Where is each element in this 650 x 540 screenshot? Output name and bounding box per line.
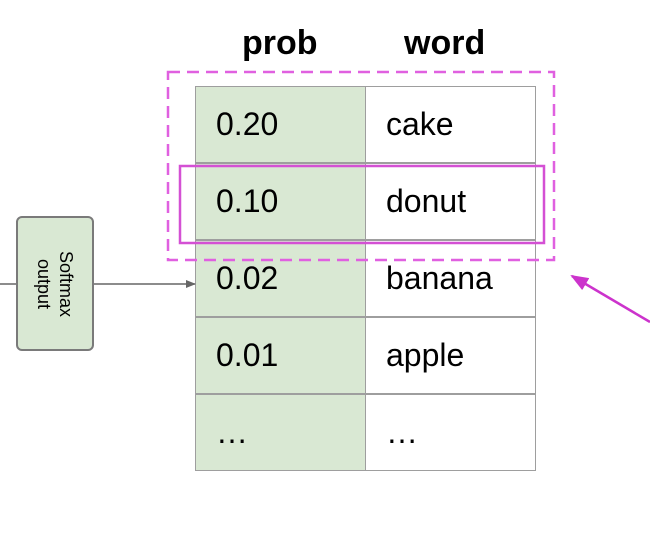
- table-row: 0.01 apple: [195, 317, 536, 394]
- prob-cell: …: [195, 394, 366, 471]
- table-row: 0.02 banana: [195, 240, 536, 317]
- word-cell: cake: [365, 86, 536, 163]
- prob-column-header: prob: [242, 24, 318, 62]
- table-row: … …: [195, 394, 536, 471]
- softmax-output-box: Softmax output: [16, 216, 94, 351]
- prob-cell: 0.20: [195, 86, 366, 163]
- word-cell: banana: [365, 240, 536, 317]
- table-row: 0.10 donut: [195, 163, 536, 240]
- probability-table: 0.20 cake 0.10 donut 0.02 banana 0.01 ap…: [195, 86, 536, 471]
- word-cell: apple: [365, 317, 536, 394]
- word-cell: …: [365, 394, 536, 471]
- word-cell: donut: [365, 163, 536, 240]
- word-column-header: word: [404, 24, 486, 62]
- highlight-pointer-arrow: [570, 274, 650, 324]
- prob-cell: 0.01: [195, 317, 366, 394]
- prob-cell: 0.02: [195, 240, 366, 317]
- table-row: 0.20 cake: [195, 86, 536, 163]
- softmax-output-label: Softmax output: [34, 250, 76, 317]
- prob-cell: 0.10: [195, 163, 366, 240]
